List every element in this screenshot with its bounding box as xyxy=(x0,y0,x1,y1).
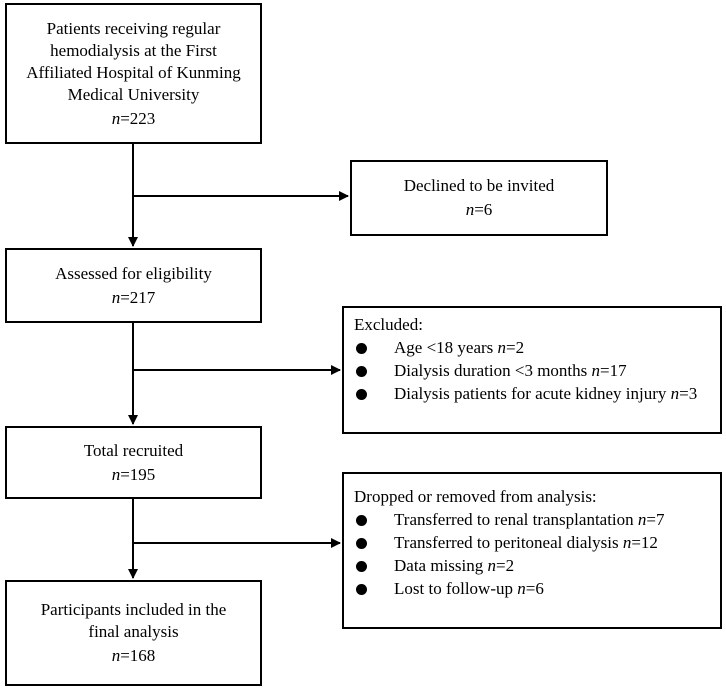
excluded-title: Excluded: xyxy=(354,315,423,334)
patients-box: Patients receiving regular hemodialysis … xyxy=(5,3,262,144)
list-item: Dialysis patients for acute kidney injur… xyxy=(354,383,710,405)
list-item: Age <18 years n=2 xyxy=(354,337,710,359)
assessed-box: Assessed for eligibility n=217 xyxy=(5,248,262,323)
bullet-icon xyxy=(356,343,367,354)
final-count: n=168 xyxy=(111,646,156,665)
dropped-box: Dropped or removed from analysis: Transf… xyxy=(342,472,722,629)
final-box: Participants included in the final analy… xyxy=(5,580,262,686)
declined-text: Declined to be invited xyxy=(403,176,555,195)
list-item: Lost to follow-up n=6 xyxy=(354,578,710,600)
list-item: Transferred to peritoneal dialysis n=12 xyxy=(354,532,710,554)
bullet-icon xyxy=(356,561,367,572)
assessed-count: n=217 xyxy=(111,287,156,307)
patients-text: Patients receiving regular hemodialysis … xyxy=(26,18,241,104)
recruited-count: n=195 xyxy=(111,464,156,484)
list-item: Dialysis duration <3 months n=17 xyxy=(354,360,710,382)
bullet-icon xyxy=(356,584,367,595)
bullet-icon xyxy=(356,538,367,549)
dropped-title: Dropped or removed from analysis: xyxy=(354,487,597,506)
dropped-list: Transferred to renal transplantation n=7… xyxy=(354,509,710,600)
excluded-list: Age <18 years n=2 Dialysis duration <3 m… xyxy=(354,337,710,405)
excluded-box: Excluded: Age <18 years n=2 Dialysis dur… xyxy=(342,306,722,434)
declined-box: Declined to be invited n=6 xyxy=(350,160,608,236)
patients-count: n=223 xyxy=(111,108,156,128)
assessed-text: Assessed for eligibility xyxy=(55,263,212,283)
bullet-icon xyxy=(356,515,367,526)
list-item: Transferred to renal transplantation n=7 xyxy=(354,509,710,531)
bullet-icon xyxy=(356,366,367,377)
final-text: Participants included in the final analy… xyxy=(40,600,227,641)
recruited-box: Total recruited n=195 xyxy=(5,426,262,499)
list-item: Data missing n=2 xyxy=(354,555,710,577)
recruited-text: Total recruited xyxy=(83,440,184,460)
declined-count: n=6 xyxy=(465,200,493,219)
bullet-icon xyxy=(356,389,367,400)
